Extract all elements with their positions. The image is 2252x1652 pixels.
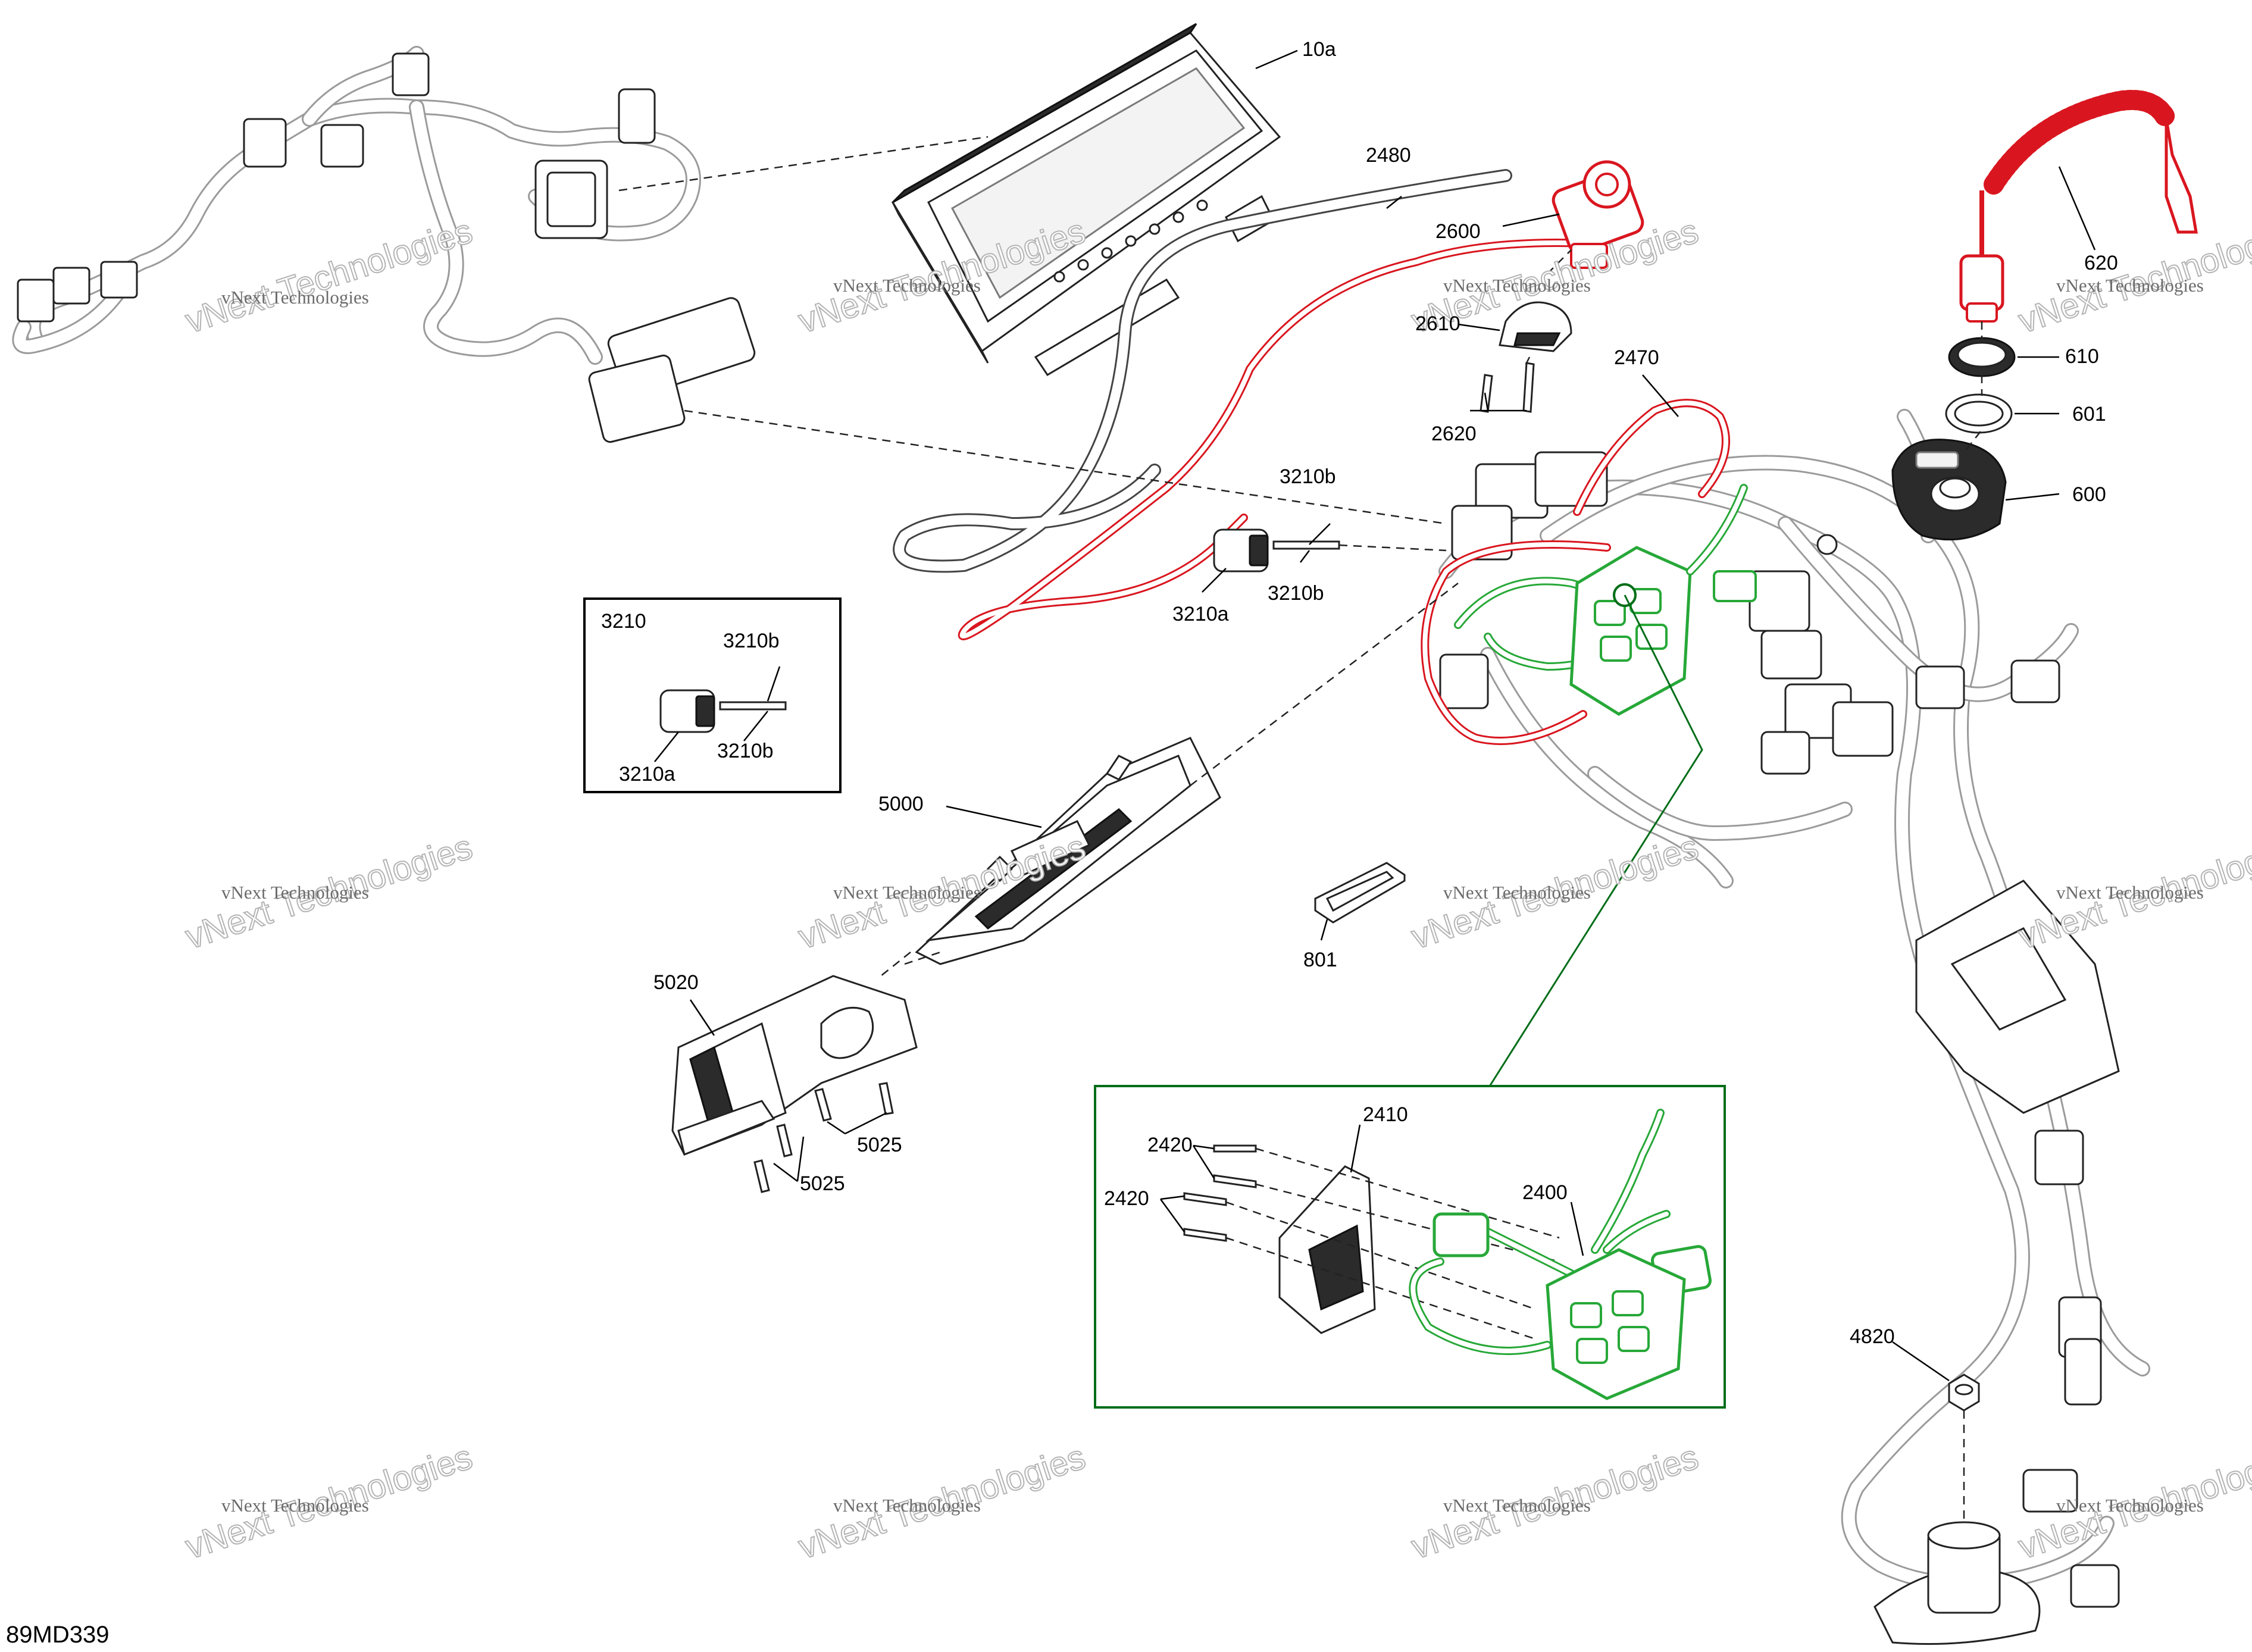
callout-610: 610 [2065, 345, 2099, 368]
callout-801: 801 [1303, 949, 1337, 971]
inset-3210-title: 3210 [601, 610, 646, 633]
bracket-5020 [671, 975, 918, 1156]
watermark: vNext Technologies vNext Technologies [2013, 827, 2252, 957]
watermark: vNext Technologies vNext Technologies [180, 1437, 477, 1567]
diagram-reference-code: 89MD339 [6, 1622, 109, 1648]
gasket-801 [1314, 862, 1406, 924]
callout-5000: 5000 [878, 793, 924, 815]
red-wire [958, 239, 1605, 640]
callout-2600: 2600 [1435, 220, 1481, 243]
main-harness-right [1438, 409, 2150, 1645]
callout-3210b-bottom: 3210b [1268, 582, 1324, 605]
watermark-small: vNext Technologies [833, 275, 981, 296]
nut-4820 [1948, 1373, 1980, 1412]
bracket-2610 [1499, 301, 1572, 352]
watermark-small: vNext Technologies [1443, 882, 1591, 903]
console-5000 [915, 737, 1221, 965]
nut-610 [1948, 337, 2016, 377]
callout-601: 601 [2072, 403, 2106, 425]
callout-2470: 2470 [1614, 346, 1659, 369]
screws-2620 [1480, 362, 1535, 413]
switch-600 [1891, 439, 2007, 541]
assembly-lines [618, 136, 1983, 1523]
callout-2610: 2610 [1415, 312, 1460, 335]
callout-600: 600 [2072, 483, 2106, 506]
callout-2480: 2480 [1366, 144, 1411, 167]
watermark-small: vNext Technologies [2056, 882, 2204, 903]
callout-2400: 2400 [1522, 1181, 1568, 1204]
watermark-small: vNext Technologies [221, 882, 369, 903]
watermark-small: vNext Technologies [2056, 275, 2204, 296]
inset-3210-label-b-top: 3210b [723, 630, 780, 652]
watermark: vNext Technologies vNext Technologies [1406, 1437, 1703, 1567]
callout-labels: 10a 2480 2600 2610 2620 2470 620 610 601… [6, 38, 2118, 1648]
watermark: vNext Technologies vNext Technologies [2013, 211, 2252, 341]
watermark: vNext Technologies vNext Technologies [180, 827, 477, 957]
callout-10a: 10a [1302, 38, 1336, 61]
watermark: vNext Technologies vNext Technologies [793, 1437, 1090, 1567]
inset-3210-label-b-bottom: 3210b [717, 740, 774, 762]
watermark-small: vNext Technologies [833, 1495, 981, 1516]
harness-top-left [12, 46, 756, 443]
connector-3210-in-place [1213, 528, 1340, 572]
inset-3210 [583, 597, 842, 793]
callout-2420-b: 2420 [1104, 1187, 1149, 1210]
watermark-small: vNext Technologies [1443, 1495, 1591, 1516]
callout-620: 620 [2084, 252, 2118, 274]
leader-lines [689, 49, 2096, 1382]
instrument-cluster-10a [891, 23, 1281, 377]
callout-2410: 2410 [1363, 1103, 1408, 1126]
callout-4820: 4820 [1850, 1325, 1895, 1348]
callout-3210b-top: 3210b [1280, 465, 1336, 488]
watermark-small: vNext Technologies [221, 1495, 369, 1516]
inset-2400 [1094, 1085, 1726, 1409]
watermark-small: vNext Technologies [833, 882, 981, 903]
callout-5020: 5020 [653, 971, 699, 994]
watermark-small: vNext Technologies [1443, 275, 1591, 296]
watermark-small: vNext Technologies [221, 287, 369, 308]
lanyard-620 [1959, 90, 2198, 323]
inset-3210-label-a: 3210a [619, 763, 675, 786]
screws-5025 [753, 1082, 894, 1193]
tube-2480 [893, 169, 1512, 573]
callout-3210a: 3210a [1172, 603, 1229, 625]
callout-2420-a: 2420 [1147, 1134, 1193, 1156]
callout-2620: 2620 [1431, 423, 1477, 445]
red-harness-loop [1421, 399, 1730, 745]
watermark: vNext Technologies vNext Technologies [1406, 827, 1703, 957]
callout-5025-a: 5025 [857, 1134, 902, 1156]
switch-2600 [1552, 160, 1644, 269]
seal-601 [1945, 393, 2013, 434]
callout-5025-b: 5025 [800, 1172, 845, 1195]
watermark-small: vNext Technologies [2056, 1495, 2204, 1516]
